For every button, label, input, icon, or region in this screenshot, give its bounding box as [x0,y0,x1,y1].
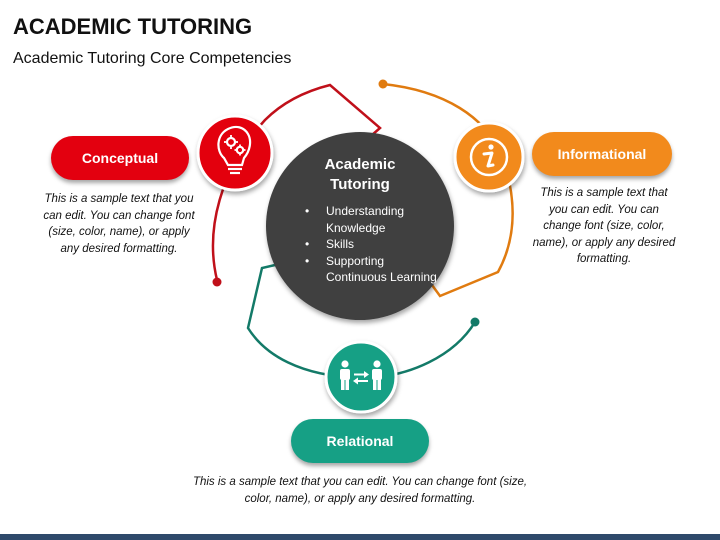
bottom-bar [0,534,720,540]
informational-description: This is a sample text that you can edit.… [532,187,676,265]
informational-icon-circle [453,121,525,193]
center-list: Understanding Knowledge Skills Supportin… [300,203,440,286]
relational-description: This is a sample text that you can edit.… [192,476,528,505]
conceptual-description: This is a sample text that you can edit.… [43,193,195,255]
center-list-item: Skills [300,236,440,253]
lightbulb-gears-icon [217,125,252,175]
relational-label: Relational [291,419,429,463]
center-list-item: Understanding Knowledge [300,203,440,236]
center-list-item: Supporting Continuous Learning [300,253,440,286]
conceptual-label: Conceptual [51,136,189,180]
info-icon [469,137,509,177]
conceptual-icon-circle [196,114,274,192]
page-title: ACADEMIC TUTORING [13,14,253,39]
center-title: Academic Tutoring [324,156,396,193]
people-exchange-icon [340,360,382,390]
relational-icon-circle [324,340,398,414]
page-subtitle: Academic Tutoring Core Competencies [13,50,292,67]
informational-label: Informational [532,132,672,176]
